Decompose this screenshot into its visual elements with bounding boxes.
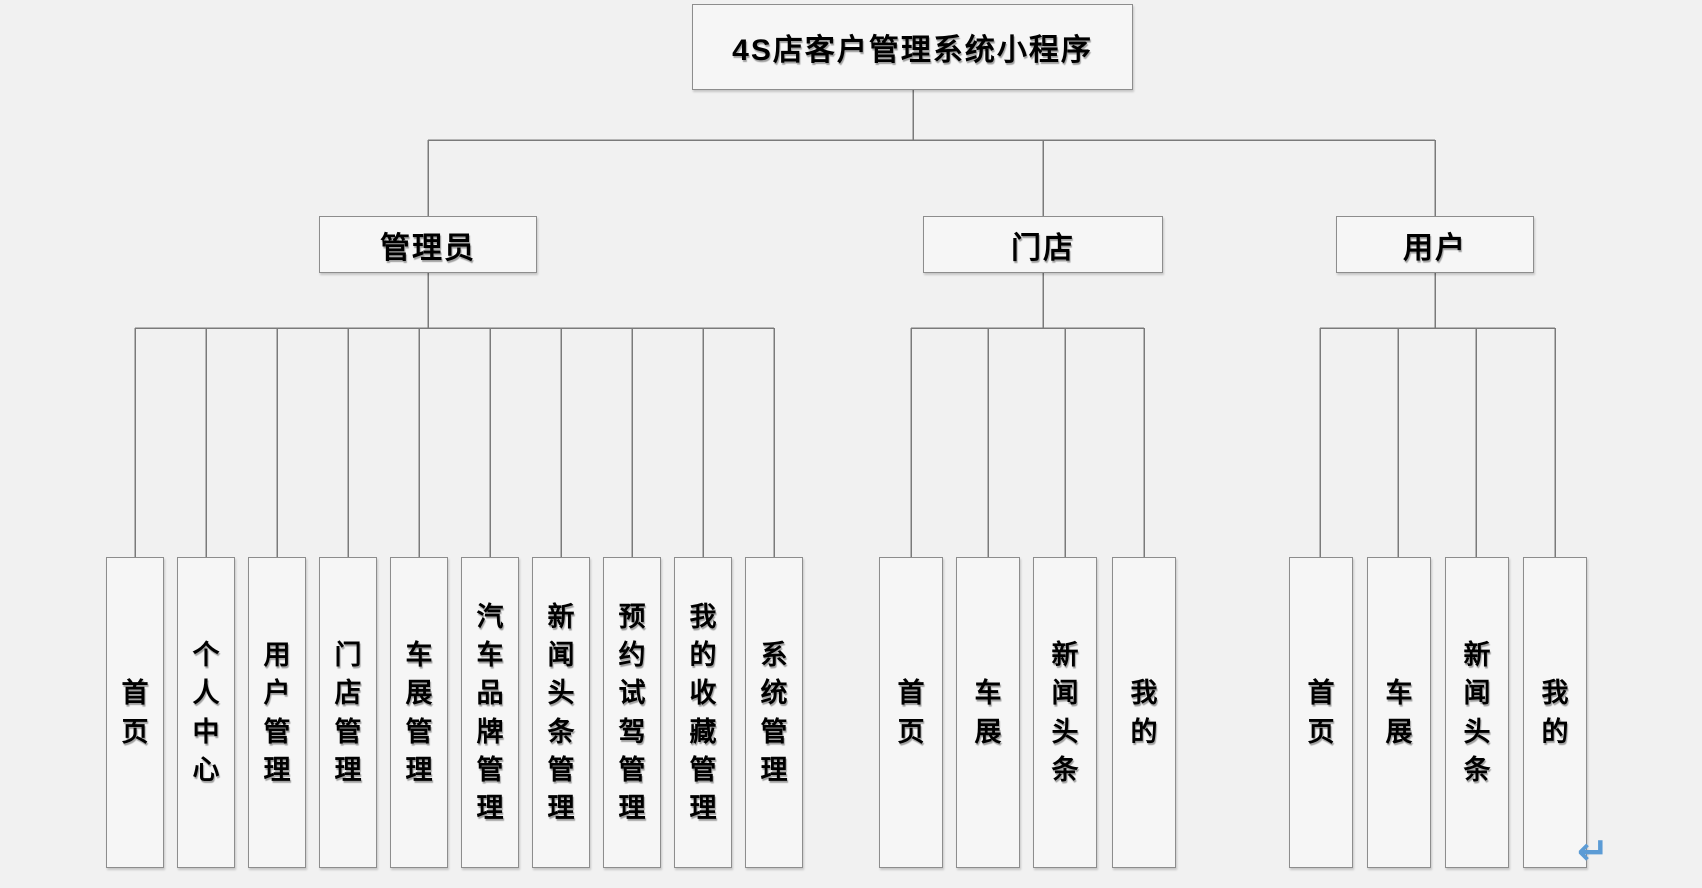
leaf-node-label: 门店管理 [334, 639, 362, 785]
leaf-node: 首页 [1289, 557, 1353, 868]
root-node: 4S店客户管理系统小程序 [692, 4, 1133, 90]
leaf-node: 我的 [1112, 557, 1176, 868]
leaf-node: 新闻头条 [1445, 557, 1509, 868]
connector-line-group [134, 90, 1556, 557]
leaf-node-label: 新闻头条管理 [547, 601, 575, 824]
leaf-node: 我的收藏管理 [674, 557, 732, 868]
branch-node-label: 用户 [1403, 231, 1467, 265]
leaf-node-label: 首页 [897, 678, 925, 747]
leaf-node: 门店管理 [319, 557, 377, 868]
leaf-node: 首页 [879, 557, 943, 868]
leaf-node-label: 车展 [1385, 678, 1413, 747]
leaf-node: 车展 [956, 557, 1020, 868]
leaf-node-label: 车展管理 [405, 639, 433, 785]
leaf-node-label: 新闻头条 [1463, 639, 1491, 785]
leaf-node-label: 我的 [1130, 678, 1158, 747]
leaf-node-label: 车展 [974, 678, 1002, 747]
root-node-label: 4S店客户管理系统小程序 [732, 34, 1093, 67]
leaf-node: 我的 [1523, 557, 1587, 868]
leaf-node-label: 我的收藏管理 [689, 601, 717, 824]
branch-node-label: 门店 [1011, 231, 1075, 265]
leaf-node-label: 汽车品牌管理 [476, 601, 504, 824]
leaf-node: 预约试驾管理 [603, 557, 661, 868]
leaf-node: 新闻头条 [1033, 557, 1097, 868]
leaf-node-label: 预约试驾管理 [618, 601, 646, 824]
leaf-node-label: 新闻头条 [1051, 639, 1079, 785]
leaf-node: 汽车品牌管理 [461, 557, 519, 868]
leaf-node-label: 首页 [121, 678, 149, 747]
leaf-node-label: 系统管理 [760, 639, 788, 785]
leaf-node: 新闻头条管理 [532, 557, 590, 868]
leaf-node: 用户管理 [248, 557, 306, 868]
leaf-node-label: 首页 [1307, 678, 1335, 747]
leaf-node-label: 个人中心 [192, 639, 220, 785]
leaf-node: 车展 [1367, 557, 1431, 868]
leaf-node-label: 用户管理 [263, 639, 291, 785]
branch-node-user: 用户 [1336, 216, 1534, 273]
branch-node-label: 管理员 [380, 231, 476, 265]
leaf-node: 车展管理 [390, 557, 448, 868]
return-mark-icon: ↵ [1577, 831, 1609, 873]
branch-node-admin: 管理员 [319, 216, 537, 273]
leaf-node: 系统管理 [745, 557, 803, 868]
leaf-node-label: 我的 [1541, 678, 1569, 747]
leaf-node: 首页 [106, 557, 164, 868]
leaf-node: 个人中心 [177, 557, 235, 868]
branch-node-store: 门店 [923, 216, 1163, 273]
